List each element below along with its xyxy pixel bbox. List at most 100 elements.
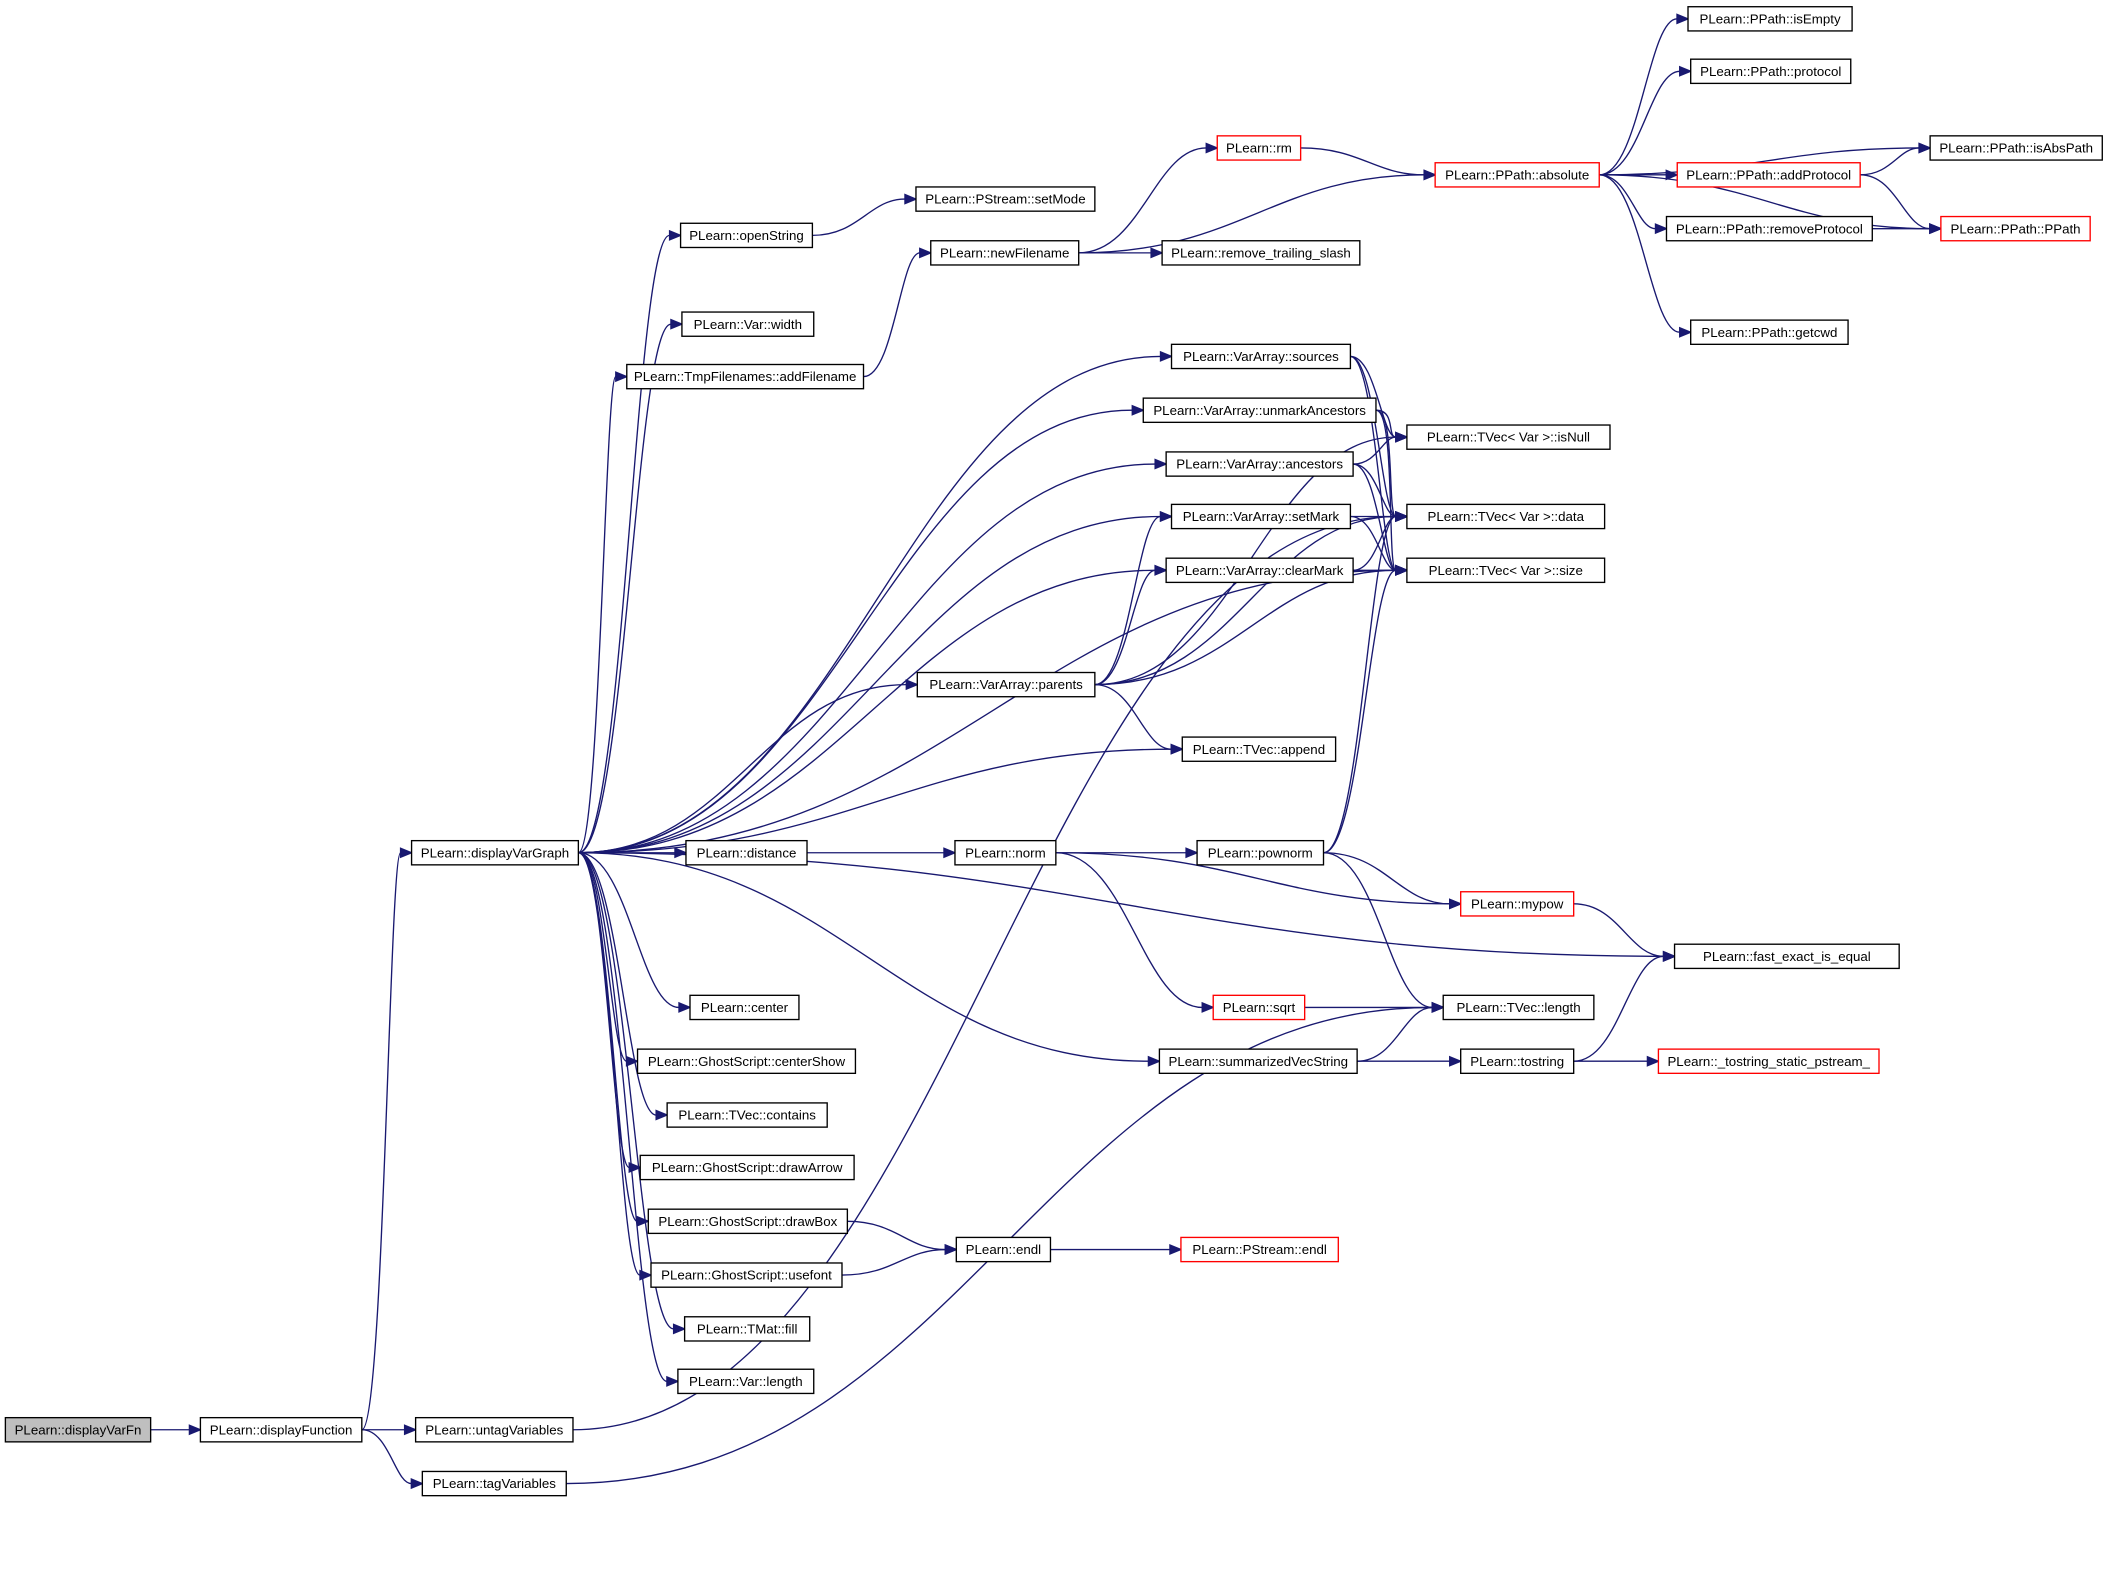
node-plearn-openstring[interactable]: PLearn::openString	[679, 222, 814, 249]
node-plearn-vararray-setmark[interactable]: PLearn::VarArray::setMark	[1170, 503, 1352, 530]
node-plearn-tmpfilenames-addfilename[interactable]: PLearn::TmpFilenames::addFilename	[626, 363, 865, 390]
node-label: PLearn::GhostScript::centerShow	[648, 1054, 846, 1069]
node-label: PLearn::displayVarFn	[15, 1422, 142, 1437]
node-plearn-displayvarfn[interactable]: PLearn::displayVarFn	[4, 1416, 152, 1443]
node-plearn-tvec-append[interactable]: PLearn::TVec::append	[1181, 736, 1337, 762]
node-box	[626, 363, 865, 390]
edge-line	[578, 234, 670, 854]
node-plearn-tvec-var-size[interactable]: PLearn::TVec< Var >::size	[1406, 557, 1606, 584]
node-plearn-ghostscript-centershow[interactable]: PLearn::GhostScript::centerShow	[636, 1048, 857, 1075]
node-plearn-ppath-absolute[interactable]: PLearn::PPath::absolute	[1434, 162, 1600, 188]
node-plearn-ghostscript-drawarrow[interactable]: PLearn::GhostScript::drawArrow	[639, 1154, 855, 1181]
node-plearn-ppath-addprotocol[interactable]: PLearn::PPath::addProtocol	[1676, 162, 1861, 188]
node-plearn-tagvariables[interactable]: PLearn::tagVariables	[421, 1470, 567, 1497]
edge-n2-to-n3	[578, 229, 683, 854]
node-plearn-pownorm[interactable]: PLearn::pownorm	[1196, 839, 1325, 866]
node-plearn-tmat-fill[interactable]: PLearn::TMat::fill	[683, 1316, 811, 1342]
arrowhead-icon	[1676, 13, 1690, 25]
node-plearn-ppath-isempty[interactable]: PLearn::PPath::isEmpty	[1687, 6, 1853, 32]
node-plearn-tostring-static-pstream[interactable]: PLearn::_tostring_static_pstream_	[1657, 1048, 1880, 1075]
node-box	[647, 1208, 849, 1235]
node-plearn-vararray-clearmark[interactable]: PLearn::VarArray::clearMark	[1165, 557, 1354, 584]
node-plearn-ppath-protocol[interactable]: PLearn::PPath::protocol	[1690, 58, 1852, 85]
node-plearn-var-width[interactable]: PLearn::Var::width	[681, 311, 815, 337]
node-plearn-pstream-endl[interactable]: PLearn::PStream::endl	[1180, 1236, 1339, 1263]
node-plearn-ppath-removeprotocol[interactable]: PLearn::PPath::removeProtocol	[1665, 215, 1873, 242]
node-plearn-vararray-ancestors[interactable]: PLearn::VarArray::ancestors	[1165, 451, 1354, 477]
arrowhead-icon	[1159, 350, 1174, 362]
node-label: PLearn::openString	[689, 228, 804, 243]
node-plearn-mypow[interactable]: PLearn::mypow	[1460, 891, 1575, 917]
node-plearn-pstream-setmode[interactable]: PLearn::PStream::setMode	[915, 186, 1096, 212]
node-box	[1170, 503, 1352, 530]
node-plearn-vararray-parents[interactable]: PLearn::VarArray::parents	[916, 671, 1096, 698]
arrowhead-icon	[1423, 169, 1437, 181]
node-plearn-vararray-sources[interactable]: PLearn::VarArray::sources	[1170, 343, 1352, 370]
node-label: PLearn::TMat::fill	[697, 1321, 798, 1336]
node-label: PLearn::Var::width	[694, 317, 802, 332]
node-plearn-tvec-contains[interactable]: PLearn::TVec::contains	[666, 1102, 828, 1128]
node-label: PLearn::TmpFilenames::addFilename	[634, 369, 856, 384]
node-plearn-remove-trailing-slash[interactable]: PLearn::remove_trailing_slash	[1161, 240, 1361, 266]
node-plearn-ppath-isabspath[interactable]: PLearn::PPath::isAbsPath	[1929, 135, 2103, 161]
edge-line	[1375, 409, 1397, 518]
node-plearn-displayfunction[interactable]: PLearn::displayFunction	[199, 1416, 363, 1443]
node-box	[1165, 557, 1354, 584]
edge-line	[1375, 409, 1397, 571]
node-plearn-displayvargraph[interactable]: PLearn::displayVarGraph	[410, 839, 580, 866]
node-plearn-center[interactable]: PLearn::center	[689, 994, 800, 1021]
node-plearn-vararray-unmarkancestors[interactable]: PLearn::VarArray::unmarkAncestors	[1142, 397, 1377, 424]
node-plearn-tvec-var-isnull[interactable]: PLearn::TVec< Var >::isNull	[1406, 424, 1611, 450]
edge-line	[1078, 174, 1425, 254]
node-plearn-ppath-getcwd[interactable]: PLearn::PPath::getcwd	[1690, 319, 1849, 346]
node-plearn-rm[interactable]: PLearn::rm	[1216, 135, 1302, 161]
edge-line	[1323, 852, 1433, 1009]
node-plearn-sqrt[interactable]: PLearn::sqrt	[1212, 994, 1306, 1021]
node-box	[954, 839, 1057, 866]
node-label: PLearn::PPath::PPath	[1950, 221, 2080, 236]
node-label: PLearn::PStream::setMode	[925, 192, 1085, 207]
edge-n15-to-n14	[1872, 223, 1943, 235]
node-label: PLearn::Var::length	[689, 1374, 803, 1389]
node-label: PLearn::PPath::protocol	[1700, 64, 1841, 79]
node-label: PLearn::TVec::contains	[678, 1108, 816, 1123]
edge-n30-to-n21	[1323, 564, 1409, 854]
node-plearn-untagvariables[interactable]: PLearn::untagVariables	[414, 1416, 574, 1443]
node-plearn-tostring[interactable]: PLearn::tostring	[1460, 1048, 1575, 1075]
node-label: PLearn::endl	[966, 1242, 1041, 1257]
edge-n3-to-n4	[812, 193, 918, 237]
edge-line	[812, 198, 905, 237]
node-plearn-endl[interactable]: PLearn::endl	[955, 1236, 1052, 1263]
node-label: PLearn::TVec::append	[1193, 742, 1325, 757]
node-label: PLearn::VarArray::clearMark	[1176, 563, 1344, 578]
arrowhead-icon	[668, 229, 683, 241]
node-box	[1665, 215, 1873, 242]
edge-n2-to-n26	[578, 679, 920, 854]
node-plearn-distance[interactable]: PLearn::distance	[685, 839, 808, 866]
node-label: PLearn::_tostring_static_pstream_	[1667, 1054, 1870, 1069]
edge-n2-to-n36	[578, 852, 1162, 1067]
arrowhead-icon	[1169, 1244, 1183, 1256]
node-plearn-var-length[interactable]: PLearn::Var::length	[677, 1368, 815, 1395]
node-plearn-ghostscript-usefont[interactable]: PLearn::GhostScript::usefont	[650, 1262, 843, 1288]
edge-n0-to-n1	[150, 1424, 203, 1436]
edge-line	[1323, 569, 1397, 854]
node-plearn-ghostscript-drawbox[interactable]: PLearn::GhostScript::drawBox	[647, 1208, 849, 1235]
edge-line	[577, 375, 617, 854]
node-box	[1657, 1048, 1880, 1075]
edge-n30-to-n34	[1323, 852, 1445, 1013]
node-label: PLearn::untagVariables	[425, 1422, 563, 1437]
node-box	[1687, 6, 1853, 32]
node-plearn-tvec-var-data[interactable]: PLearn::TVec< Var >::data	[1406, 503, 1606, 530]
node-label: PLearn::mypow	[1471, 896, 1564, 911]
node-plearn-ppath-ppath[interactable]: PLearn::PPath::PPath	[1940, 215, 2091, 242]
node-plearn-newfilename[interactable]: PLearn::newFilename	[930, 240, 1080, 266]
node-box	[1165, 451, 1354, 477]
node-plearn-tvec-length[interactable]: PLearn::TVec::length	[1442, 994, 1595, 1021]
edge-line	[1353, 463, 1397, 518]
node-label: PLearn::PPath::absolute	[1445, 167, 1589, 182]
node-plearn-summarizedvecstring[interactable]: PLearn::summarizedVecString	[1158, 1048, 1358, 1075]
node-plearn-norm[interactable]: PLearn::norm	[954, 839, 1057, 866]
node-plearn-fast-exact-is-equal[interactable]: PLearn::fast_exact_is_equal	[1673, 943, 1900, 970]
edge-line	[1860, 174, 1930, 230]
